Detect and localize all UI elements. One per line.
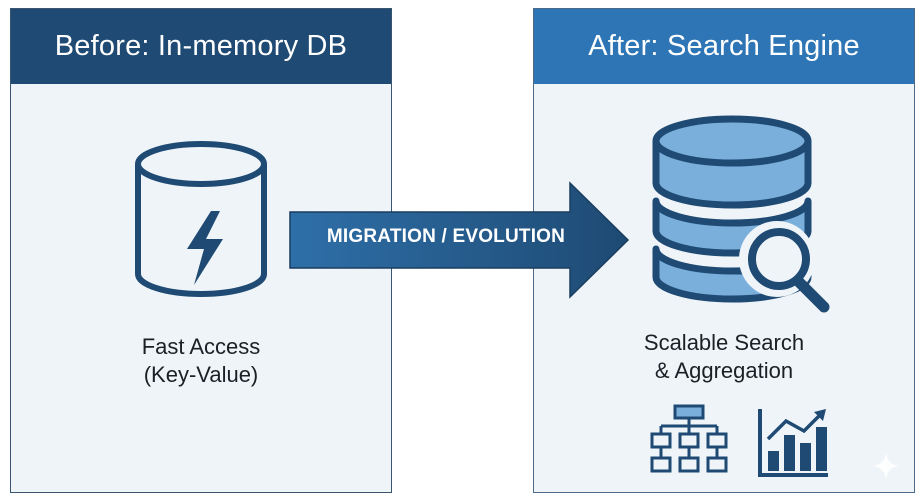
before-caption-line1: Fast Access xyxy=(141,334,261,359)
after-title: After: Search Engine xyxy=(588,30,860,62)
before-panel-header: Before: In-memory DB xyxy=(11,9,391,84)
database-search-icon xyxy=(652,115,830,313)
arrow-label: MIGRATION / EVOLUTION xyxy=(326,226,566,247)
after-caption: Scalable Search & Aggregation xyxy=(534,329,914,385)
after-caption-line2: & Aggregation xyxy=(654,358,794,383)
before-title: Before: In-memory DB xyxy=(54,30,348,62)
bar-chart-trend-icon xyxy=(758,409,828,477)
after-caption-line1: Scalable Search xyxy=(643,330,805,355)
magnifier-icon xyxy=(739,221,830,313)
after-panel-header: After: Search Engine xyxy=(534,9,914,84)
after-panel: After: Search Engine Scalable Search & A… xyxy=(533,8,915,493)
before-caption: Fast Access (Key-Value) xyxy=(11,333,391,389)
lightning-icon xyxy=(187,211,223,285)
right-arrow-icon xyxy=(289,181,630,299)
before-caption-line2: (Key-Value) xyxy=(143,362,259,387)
sparkle-icon xyxy=(872,452,900,480)
hierarchy-tree-icon xyxy=(650,404,728,473)
database-lightning-icon xyxy=(135,141,267,297)
